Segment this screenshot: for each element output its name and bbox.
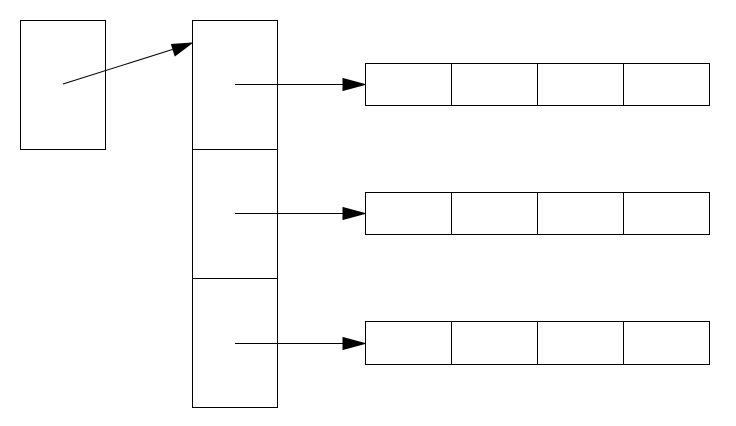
row-element-cell bbox=[623, 321, 710, 365]
row-element-cell bbox=[451, 63, 538, 106]
row-element-cell bbox=[537, 192, 624, 235]
row-element-cell bbox=[365, 63, 452, 106]
row-pointer-arrow-head bbox=[342, 206, 367, 221]
row-element-cell bbox=[537, 321, 624, 365]
base-pointer-arrow-line bbox=[62, 48, 175, 85]
base-pointer-box bbox=[20, 20, 106, 150]
row-pointer-arrow-head bbox=[342, 336, 367, 351]
row-pointer-arrow-head bbox=[342, 77, 367, 92]
row-element-cell bbox=[451, 192, 538, 235]
row-2 bbox=[235, 192, 710, 235]
row-element-cell bbox=[451, 321, 538, 365]
row-1 bbox=[235, 63, 710, 106]
row-3 bbox=[235, 321, 710, 365]
row-element-cell bbox=[365, 192, 452, 235]
row-element-cell bbox=[623, 63, 710, 106]
row-element-cell bbox=[537, 63, 624, 106]
row-element-cell bbox=[365, 321, 452, 365]
base-pointer-arrow-head bbox=[170, 42, 194, 57]
row-element-cell bbox=[623, 192, 710, 235]
